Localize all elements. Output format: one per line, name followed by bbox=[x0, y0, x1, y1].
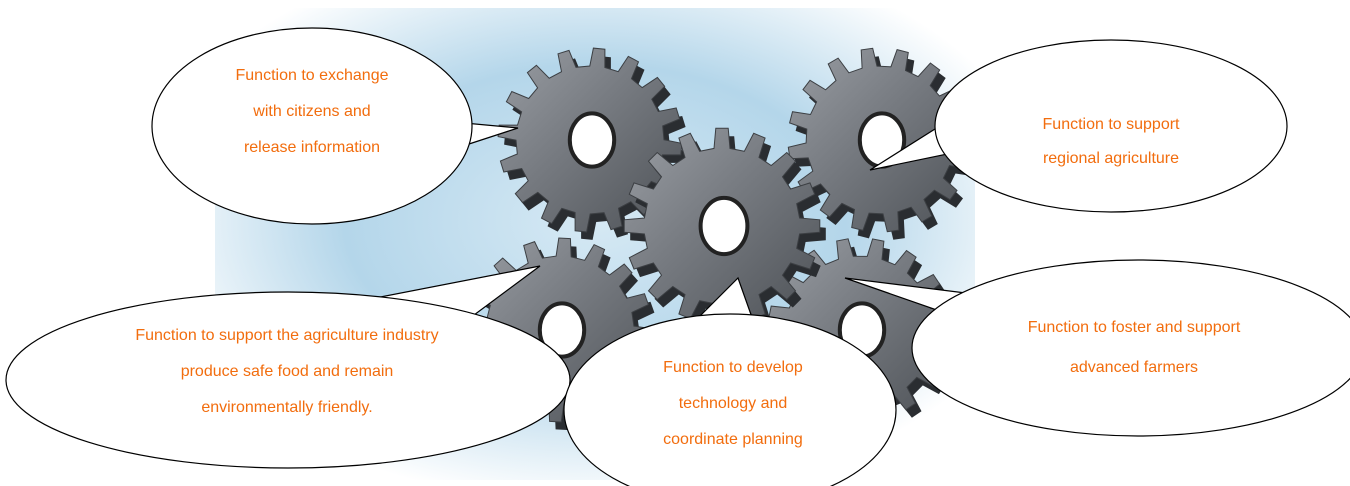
bubble-farmers-line-1: Function to foster and support bbox=[1027, 319, 1241, 336]
gear-hole bbox=[537, 301, 587, 359]
bubble-industry-shape bbox=[5, 291, 571, 469]
bubble-industry-line-3: environmentally friendly. bbox=[201, 399, 373, 416]
bubble-exchange-line-3: release information bbox=[243, 139, 381, 156]
bubble-exchange-line-1: Function to exchange bbox=[235, 67, 389, 84]
bubble-regional-line-1: Function to support bbox=[1042, 116, 1180, 133]
gear-hole bbox=[698, 195, 750, 257]
bubble-technology-line-1: Function to develop bbox=[663, 359, 803, 376]
bubble-industry-line-2: produce safe food and remain bbox=[180, 363, 394, 380]
bubble-technology bbox=[563, 276, 897, 486]
bubble-farmers-text: Function to foster and support advanced … bbox=[968, 308, 1300, 388]
bubble-regional-shape bbox=[934, 39, 1288, 213]
bubble-technology-line-3: coordinate planning bbox=[663, 431, 803, 448]
bubble-exchange-line-2: with citizens and bbox=[253, 103, 371, 120]
bubble-exchange-text: Function to exchange with citizens and r… bbox=[172, 58, 452, 166]
bubble-technology-line-2: technology and bbox=[678, 395, 788, 412]
gear-hole bbox=[567, 111, 617, 169]
bubble-regional bbox=[869, 39, 1288, 213]
bubble-exchange bbox=[151, 27, 519, 225]
bubble-technology-text: Function to develop technology and coord… bbox=[602, 350, 864, 472]
bubble-industry-text: Function to support the agriculture indu… bbox=[62, 318, 512, 426]
bubble-farmers bbox=[844, 259, 1350, 437]
bubble-farmers-line-2: advanced farmers bbox=[1069, 359, 1199, 376]
bubble-regional-text: Function to support regional agriculture bbox=[975, 108, 1247, 176]
bubble-technology-shape bbox=[563, 313, 897, 486]
bubble-industry-line-1: Function to support the agriculture indu… bbox=[135, 327, 439, 344]
bubble-regional-line-2: regional agriculture bbox=[1042, 150, 1180, 167]
bubble-industry bbox=[5, 265, 571, 469]
bubble-exchange-shape bbox=[151, 27, 473, 225]
bubble-farmers-shape bbox=[911, 259, 1350, 437]
